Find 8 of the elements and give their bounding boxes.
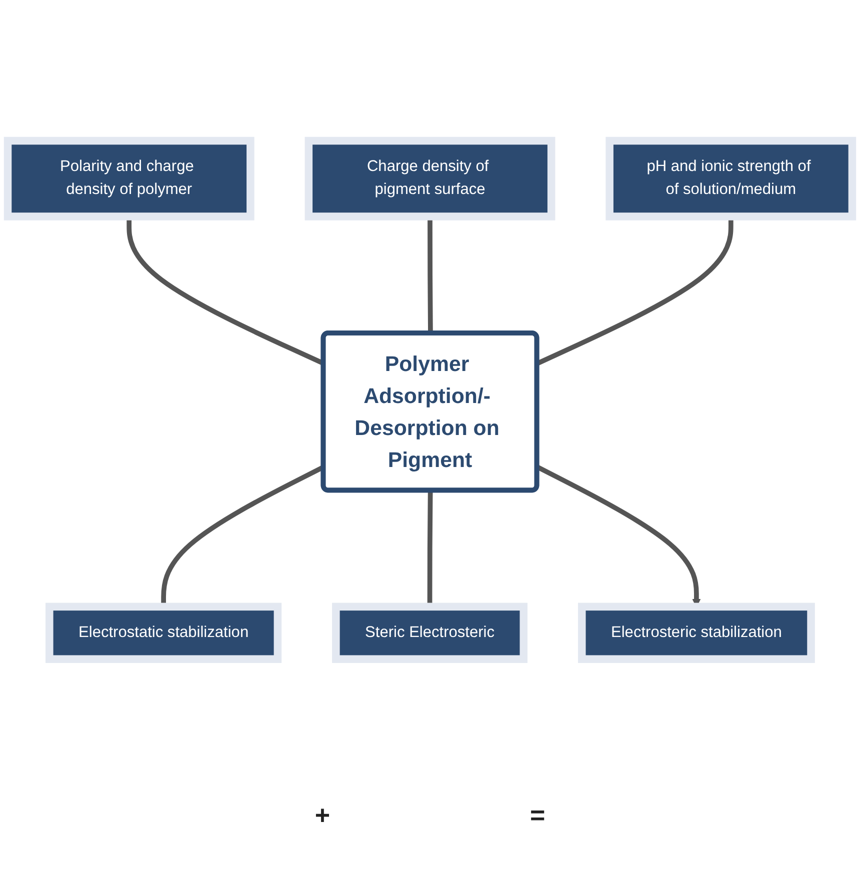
operator-sign: + [314, 800, 330, 831]
node-box: Electrosteric stabilization [578, 602, 815, 664]
node-box: Charge density of pigment surface [304, 136, 556, 220]
node-box: Polarity and charge density of polymer [4, 136, 254, 220]
node-box: Electrostatic stabilization [46, 602, 282, 664]
node-box: pH and ionic strength of of solution/medium [606, 136, 856, 220]
operator-sign: = [530, 800, 546, 831]
node-box: Steric Electrosteric [332, 602, 528, 664]
